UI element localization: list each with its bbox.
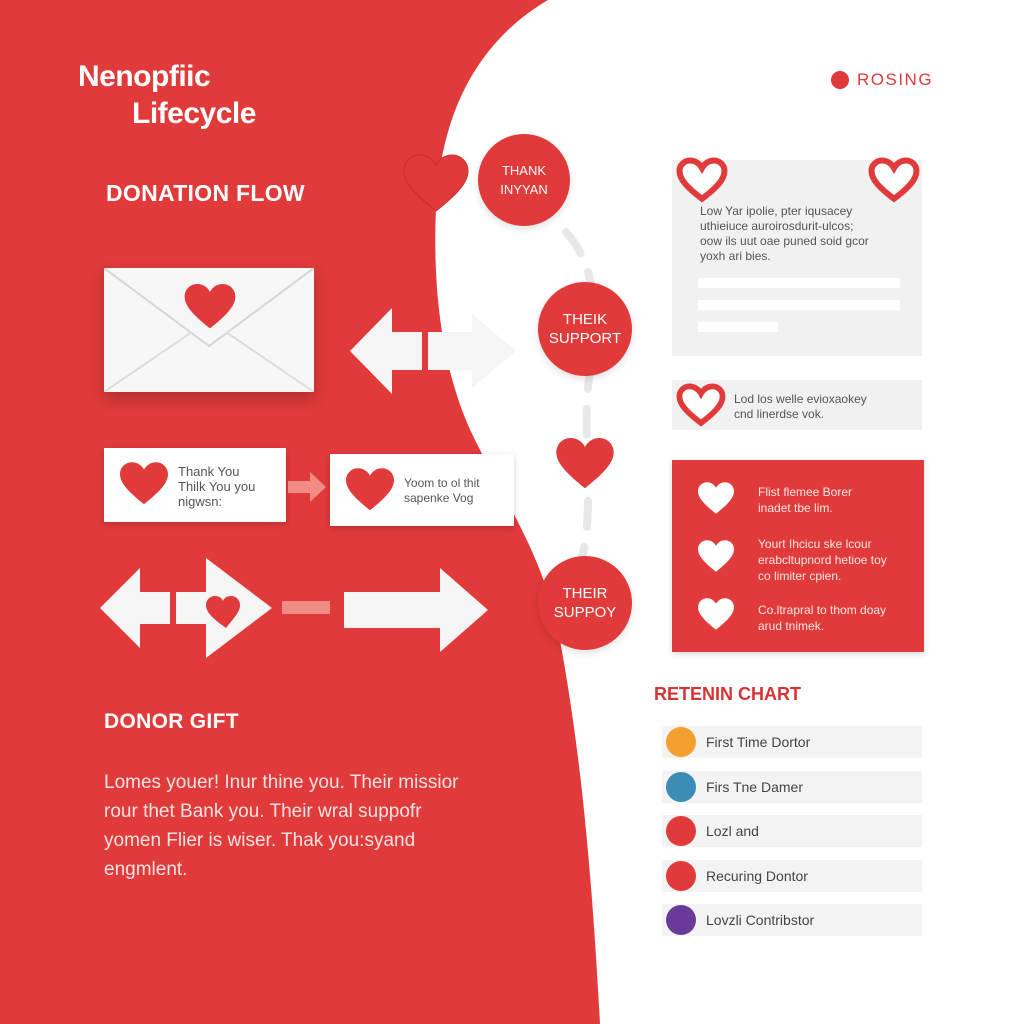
- step-label: SUPPORT: [548, 330, 622, 347]
- card-text-line: nigwsn:: [178, 494, 223, 509]
- small-arrow-icon: [288, 472, 326, 502]
- donor-gift-body: Lomes youer! Inur thine you. Their missi…: [104, 768, 458, 884]
- info-panel: Flist flemee Borer inadet tbe lim. Yourt…: [672, 460, 924, 652]
- legend-label: Lozl and: [706, 823, 759, 839]
- legend-label: Recuring Dontor: [706, 868, 808, 884]
- legend-dot-icon: [666, 772, 696, 802]
- step-label: THEIR: [562, 585, 608, 602]
- heart-outline-icon: [676, 383, 726, 427]
- step-label: THANK: [501, 163, 547, 178]
- panel-text-line: cnd linerdse vok.: [734, 407, 825, 421]
- card-text-line: Thank You: [178, 464, 240, 479]
- card-text-line: Yoom to ol thit: [404, 476, 480, 490]
- placeholder-line: [698, 322, 778, 332]
- legend-label: First Time Dortor: [706, 734, 811, 750]
- legend-label: Lovzli Contribstor: [706, 912, 815, 928]
- donation-flow-heading: DONATION FLOW: [106, 180, 305, 206]
- timeline-step-their-support: THEIR SUPPOY: [538, 556, 632, 650]
- envelope-heart-icon: [184, 284, 236, 329]
- panel-text-line: Low Yar ipolie, pter iqusacey: [700, 204, 853, 218]
- title-line-1: Nenopfiic: [78, 60, 211, 93]
- body-line: Lomes youer! Inur thine you. Their missi…: [104, 772, 459, 793]
- right-arrow-icon: [344, 568, 488, 652]
- info-text-line: Yourt Ihcicu ske lcour: [758, 537, 872, 551]
- title-line-2: Lifecycle: [132, 97, 256, 130]
- legend-item: Lozl and: [662, 815, 922, 847]
- info-text-line: erabcltupnord hetioe toy: [758, 553, 887, 567]
- heart-icon: [698, 598, 734, 630]
- info-text-line: Flist flemee Borer: [758, 485, 853, 499]
- double-arrow-icon: [350, 308, 516, 394]
- step-label: SUPPOY: [553, 604, 617, 621]
- info-text-line: arud tnimek.: [758, 619, 825, 633]
- timeline-step-support: THEIK SUPPORT: [538, 282, 632, 376]
- body-line: yomen Flier is wiser. Thak you:syand: [104, 830, 416, 851]
- heart-icon: [403, 154, 469, 212]
- timeline-step-thank: THANK INYYAN: [478, 134, 570, 226]
- dash-connector: [282, 601, 330, 614]
- legend-dot-icon: [666, 816, 696, 846]
- placeholder-line: [698, 278, 900, 288]
- legend-item: Firs Tne Damer: [662, 771, 922, 803]
- legend-label: Firs Tne Damer: [706, 779, 803, 795]
- step-label: THEIK: [562, 311, 608, 328]
- retention-chart-heading: RETENIN CHART: [654, 684, 801, 704]
- heart-icon: [346, 468, 394, 511]
- heart-outline-icon: [868, 157, 920, 203]
- legend-dot-icon: [666, 905, 696, 935]
- panel-text-line: yoxh ari bies.: [700, 249, 771, 263]
- body-line: engmlent.: [104, 859, 188, 880]
- panel-text-line: oow ils uut oae puned soid gcor: [700, 234, 869, 248]
- legend-dot-icon: [666, 861, 696, 891]
- heart-icon: [120, 462, 168, 505]
- placeholder-line: [698, 300, 900, 310]
- timeline-heart-icon: [556, 438, 614, 489]
- message-panel: Low Yar ipolie, pter iqusacey uthieiuce …: [672, 157, 922, 356]
- heart-icon: [698, 482, 734, 514]
- legend-item: Recuring Dontor: [662, 860, 922, 892]
- step-label: INYYAN: [500, 182, 548, 197]
- body-line: rour thet Bank you. Their wral suppofr: [104, 801, 422, 822]
- envelope: [104, 268, 314, 392]
- panel-text-line: Lod los welle evioxaokey: [734, 392, 867, 406]
- legend-dot-icon: [666, 727, 696, 757]
- card-text-line: sapenke Vog: [404, 491, 474, 505]
- panel-text-line: uthieiuce auroirosdurit-ulcos;: [700, 219, 854, 233]
- legend-item: Lovzli Contribstor: [662, 904, 922, 936]
- thank-you-card: Thank You Thilk You you nigwsn:: [104, 448, 286, 522]
- info-text-line: Co.ltrapral to thom doay: [758, 603, 887, 617]
- support-card: Yoom to ol thit sapenke Vog: [330, 454, 514, 526]
- heart-outline-icon: [676, 157, 728, 203]
- legend-item: First Time Dortor: [662, 726, 922, 758]
- badge-dot-icon: [831, 71, 849, 89]
- donor-gift-heading: DONOR GIFT: [104, 710, 239, 733]
- badge-label: ROSING: [857, 70, 934, 89]
- heart-icon: [698, 540, 734, 572]
- info-text-line: inadet tbe lim.: [758, 501, 833, 515]
- info-text-line: co limiter cpien.: [758, 569, 842, 583]
- note-panel: Lod los welle evioxaokey cnd linerdse vo…: [672, 380, 922, 430]
- card-text-line: Thilk You you: [178, 479, 256, 494]
- heart-arrow-icon: [100, 558, 272, 658]
